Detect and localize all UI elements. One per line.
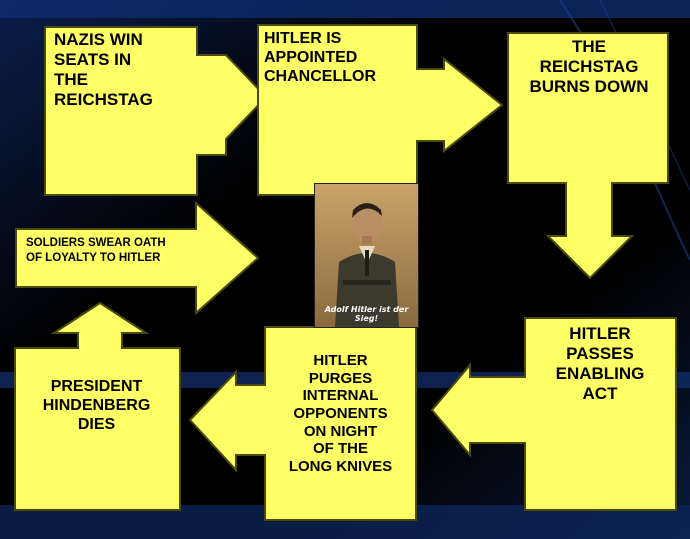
hindenberg-arrow-box bbox=[14, 301, 181, 511]
portrait-caption: Adolf Hitler ist der Sieg! bbox=[324, 305, 409, 323]
nazis-win-arrow-box bbox=[44, 26, 268, 196]
purges-arrow-box bbox=[188, 326, 417, 521]
reichstag-burns-arrow-box bbox=[507, 32, 669, 280]
step-nazis-win-seats: NAZIS WIN SEATS IN THE REICHSTAG bbox=[54, 30, 153, 110]
step-hindenberg-dies: PRESIDENT HINDENBERG DIES bbox=[42, 378, 151, 433]
hitler-portrait-poster: Adolf Hitler ist der Sieg! bbox=[314, 183, 419, 328]
step-reichstag-burns-down: THE REICHSTAG BURNS DOWN bbox=[529, 37, 649, 97]
soldiers-oath-arrow bbox=[15, 200, 260, 316]
step-enabling-act: HITLER PASSES ENABLING ACT bbox=[555, 324, 645, 404]
step-night-of-long-knives: HITLER PURGES INTERNAL OPPONENTS ON NIGH… bbox=[288, 352, 393, 476]
enabling-act-arrow-box bbox=[430, 317, 677, 511]
step-soldiers-swear-oath: SOLDIERS SWEAR OATH OF LOYALTY TO HITLER bbox=[26, 237, 166, 264]
step-hitler-appointed-chancellor: HITLER IS APPOINTED CHANCELLOR bbox=[264, 30, 376, 85]
portrait-figure-image bbox=[335, 203, 399, 327]
